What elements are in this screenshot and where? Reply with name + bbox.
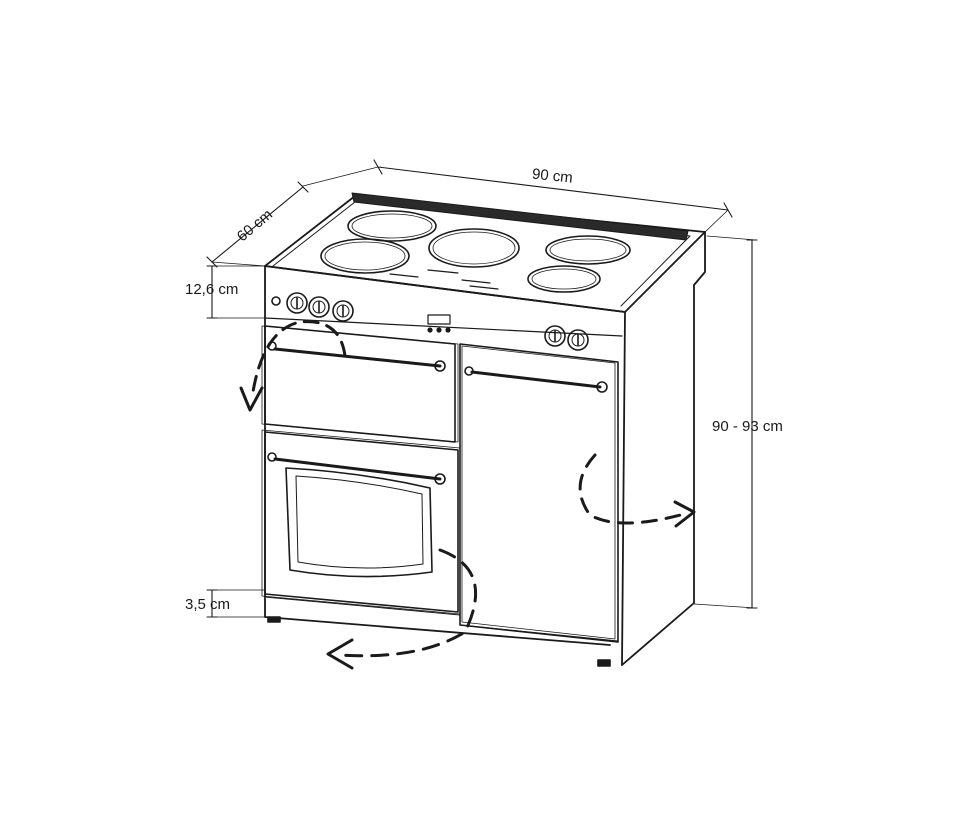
oven-window <box>285 467 433 578</box>
control-knob-1[interactable] <box>286 292 308 314</box>
ignition-button[interactable] <box>271 296 281 306</box>
hob-zone-centre <box>428 228 520 268</box>
grill-door-swing-arrow <box>250 320 347 400</box>
width-label: 90 cm <box>531 166 573 187</box>
hob-zone-front-left <box>320 238 410 274</box>
control-panel <box>271 292 589 351</box>
main-oven-door-handle[interactable] <box>273 457 442 481</box>
right-oven-door-handle[interactable] <box>470 370 602 389</box>
panel-height-dimension: 12,6 cm <box>185 265 266 319</box>
width-dimension: 90 cm <box>302 159 733 233</box>
door-swing-arrows <box>239 320 696 670</box>
plinth-height-label: 3,5 cm <box>185 596 230 613</box>
right-oven-door[interactable] <box>459 343 619 643</box>
depth-dimension: 60 cm <box>206 181 309 268</box>
depth-label: 60 cm <box>234 206 276 245</box>
grill-door[interactable] <box>261 325 459 443</box>
main-oven-door[interactable] <box>261 429 461 615</box>
plinth-height-dimension: 3,5 cm <box>185 589 266 618</box>
hob-zone-front-right <box>527 265 601 293</box>
control-knob-2[interactable] <box>308 296 330 318</box>
cooker-body <box>264 192 706 667</box>
control-knob-3[interactable] <box>332 300 354 322</box>
panel-height-label: 12,6 cm <box>185 281 238 298</box>
hob-zone-rear-left <box>347 210 437 242</box>
hob-zones <box>320 210 631 293</box>
foot-right <box>597 659 611 667</box>
grill-door-handle[interactable] <box>273 347 442 368</box>
height-dimension: 90 - 93 cm <box>693 235 783 609</box>
rear-upstand <box>351 192 689 241</box>
main-oven-door-swing-arrow <box>338 548 478 658</box>
right-oven-door-swing-arrow <box>578 453 690 525</box>
hob-zone-rear-right <box>545 235 631 265</box>
height-label: 90 - 93 cm <box>712 418 783 435</box>
foot-left <box>267 616 281 623</box>
clock-display[interactable] <box>427 314 451 333</box>
control-knob-5[interactable] <box>567 329 589 351</box>
control-knob-4[interactable] <box>544 325 566 347</box>
